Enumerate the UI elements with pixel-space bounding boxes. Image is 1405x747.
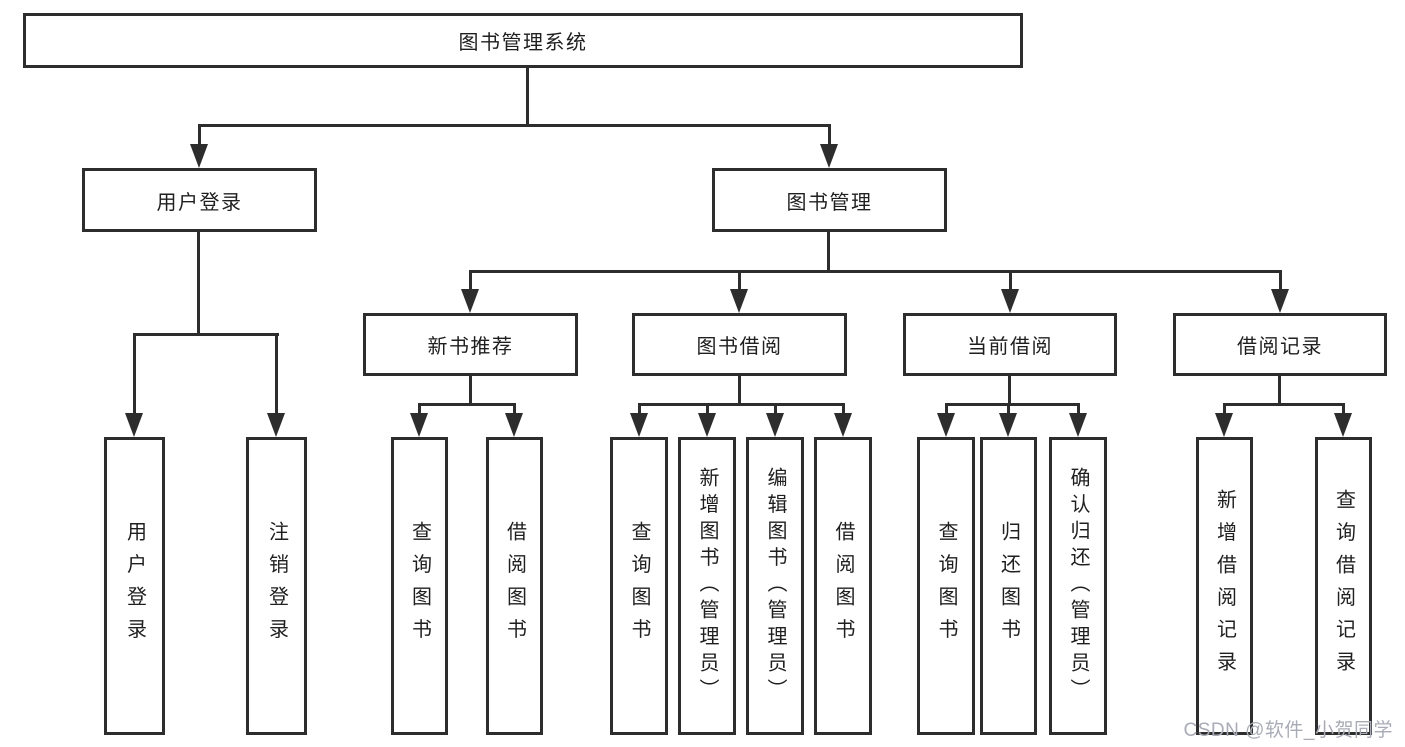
node-current-borrowing: 当前借阅 — [903, 313, 1117, 376]
node-user-login-label: 用户登录 — [156, 191, 243, 214]
arrow-to-leaf-query-books-2 — [630, 403, 648, 437]
leaf-return-book-label: 归还图书 — [997, 521, 1020, 651]
connector-current-borrowing-stem — [1008, 376, 1011, 406]
connector-new-book-branch — [418, 403, 516, 406]
leaf-query-books-1: 查询图书 — [391, 437, 448, 735]
arrow-to-leaf-borrow-books-1 — [505, 403, 523, 437]
leaf-logout-label: 注销登录 — [265, 521, 288, 651]
leaf-borrow-books-2: 借阅图书 — [814, 437, 872, 735]
arrow-to-leaf-user-login — [125, 333, 143, 437]
arrow-to-book-borrowing — [730, 270, 748, 313]
leaf-query-record: 查询借阅记录 — [1315, 437, 1372, 735]
arrow-to-borrowing-records — [1271, 270, 1289, 313]
node-new-book-recommend: 新书推荐 — [363, 313, 578, 376]
connector-current-borrowing-branch — [945, 403, 1080, 406]
leaf-user-login: 用户登录 — [104, 437, 165, 735]
leaf-add-record: 新增借阅记录 — [1196, 437, 1253, 735]
node-borrowing-records: 借阅记录 — [1173, 313, 1387, 376]
arrow-to-current-borrowing — [1001, 270, 1019, 313]
node-library-system-label: 图书管理系统 — [458, 32, 588, 54]
arrow-to-leaf-query-books-3 — [937, 403, 955, 437]
arrow-to-leaf-return-book — [999, 403, 1017, 437]
leaf-edit-book: 编辑图书（管理员） — [746, 437, 804, 735]
leaf-borrow-books-1: 借阅图书 — [486, 437, 543, 735]
arrow-to-book-management — [820, 124, 838, 168]
connector-book-management-branch — [469, 270, 1282, 273]
arrow-to-leaf-confirm-return — [1069, 403, 1087, 437]
connector-user-login-stem — [197, 232, 200, 336]
connector-new-book-stem — [469, 376, 472, 406]
leaf-add-record-label: 新增借阅记录 — [1213, 488, 1236, 684]
node-library-system: 图书管理系统 — [23, 13, 1023, 68]
leaf-confirm-return-label: 确认归还（管理员） — [1067, 467, 1089, 705]
leaf-edit-book-label: 编辑图书（管理员） — [764, 467, 786, 705]
arrow-to-leaf-borrow-books-2 — [834, 403, 852, 437]
leaf-query-books-2-label: 查询图书 — [628, 521, 650, 651]
leaf-query-record-label: 查询借阅记录 — [1332, 488, 1355, 684]
leaf-borrow-books-2-label: 借阅图书 — [832, 521, 854, 651]
arrow-to-leaf-query-books-1 — [410, 403, 428, 437]
connector-book-borrowing-branch — [638, 403, 845, 406]
node-book-borrowing: 图书借阅 — [632, 313, 847, 376]
leaf-query-books-2: 查询图书 — [610, 437, 668, 735]
leaf-add-book: 新增图书（管理员） — [678, 437, 736, 735]
leaf-logout: 注销登录 — [246, 437, 307, 735]
arrow-to-leaf-edit-book — [766, 403, 784, 437]
arrow-to-leaf-add-record — [1215, 403, 1233, 437]
connector-user-login-branch — [133, 333, 279, 336]
leaf-add-book-label: 新增图书（管理员） — [696, 467, 718, 705]
arrow-to-leaf-add-book — [698, 403, 716, 437]
arrow-to-leaf-query-record — [1334, 403, 1352, 437]
node-new-book-recommend-label: 新书推荐 — [427, 336, 514, 358]
leaf-query-books-3-label: 查询图书 — [935, 521, 957, 651]
node-book-borrowing-label: 图书借阅 — [696, 336, 783, 358]
connector-book-management-stem — [827, 232, 830, 273]
connector-book-borrowing-stem — [738, 376, 741, 406]
arrow-to-new-book-recommend — [461, 270, 479, 313]
node-book-management: 图书管理 — [712, 168, 947, 232]
arrow-to-user-login — [190, 124, 208, 168]
connector-root-branch — [198, 124, 831, 127]
leaf-confirm-return: 确认归还（管理员） — [1049, 437, 1107, 735]
node-user-login: 用户登录 — [82, 168, 317, 232]
arrow-to-leaf-logout — [267, 333, 285, 437]
watermark: CSDN @软件_小贺同学 — [1183, 720, 1393, 741]
leaf-borrow-books-1-label: 借阅图书 — [503, 521, 526, 651]
node-current-borrowing-label: 当前借阅 — [967, 336, 1053, 358]
leaf-query-books-3: 查询图书 — [917, 437, 975, 735]
connector-borrowing-records-stem — [1278, 376, 1281, 406]
node-book-management-label: 图书管理 — [786, 191, 873, 214]
connector-borrowing-records-branch — [1223, 403, 1345, 406]
connector-root-stem — [526, 66, 529, 126]
leaf-query-books-1-label: 查询图书 — [408, 521, 431, 651]
leaf-return-book: 归还图书 — [980, 437, 1037, 735]
leaf-user-login-label: 用户登录 — [123, 521, 146, 651]
node-borrowing-records-label: 借阅记录 — [1237, 336, 1323, 358]
